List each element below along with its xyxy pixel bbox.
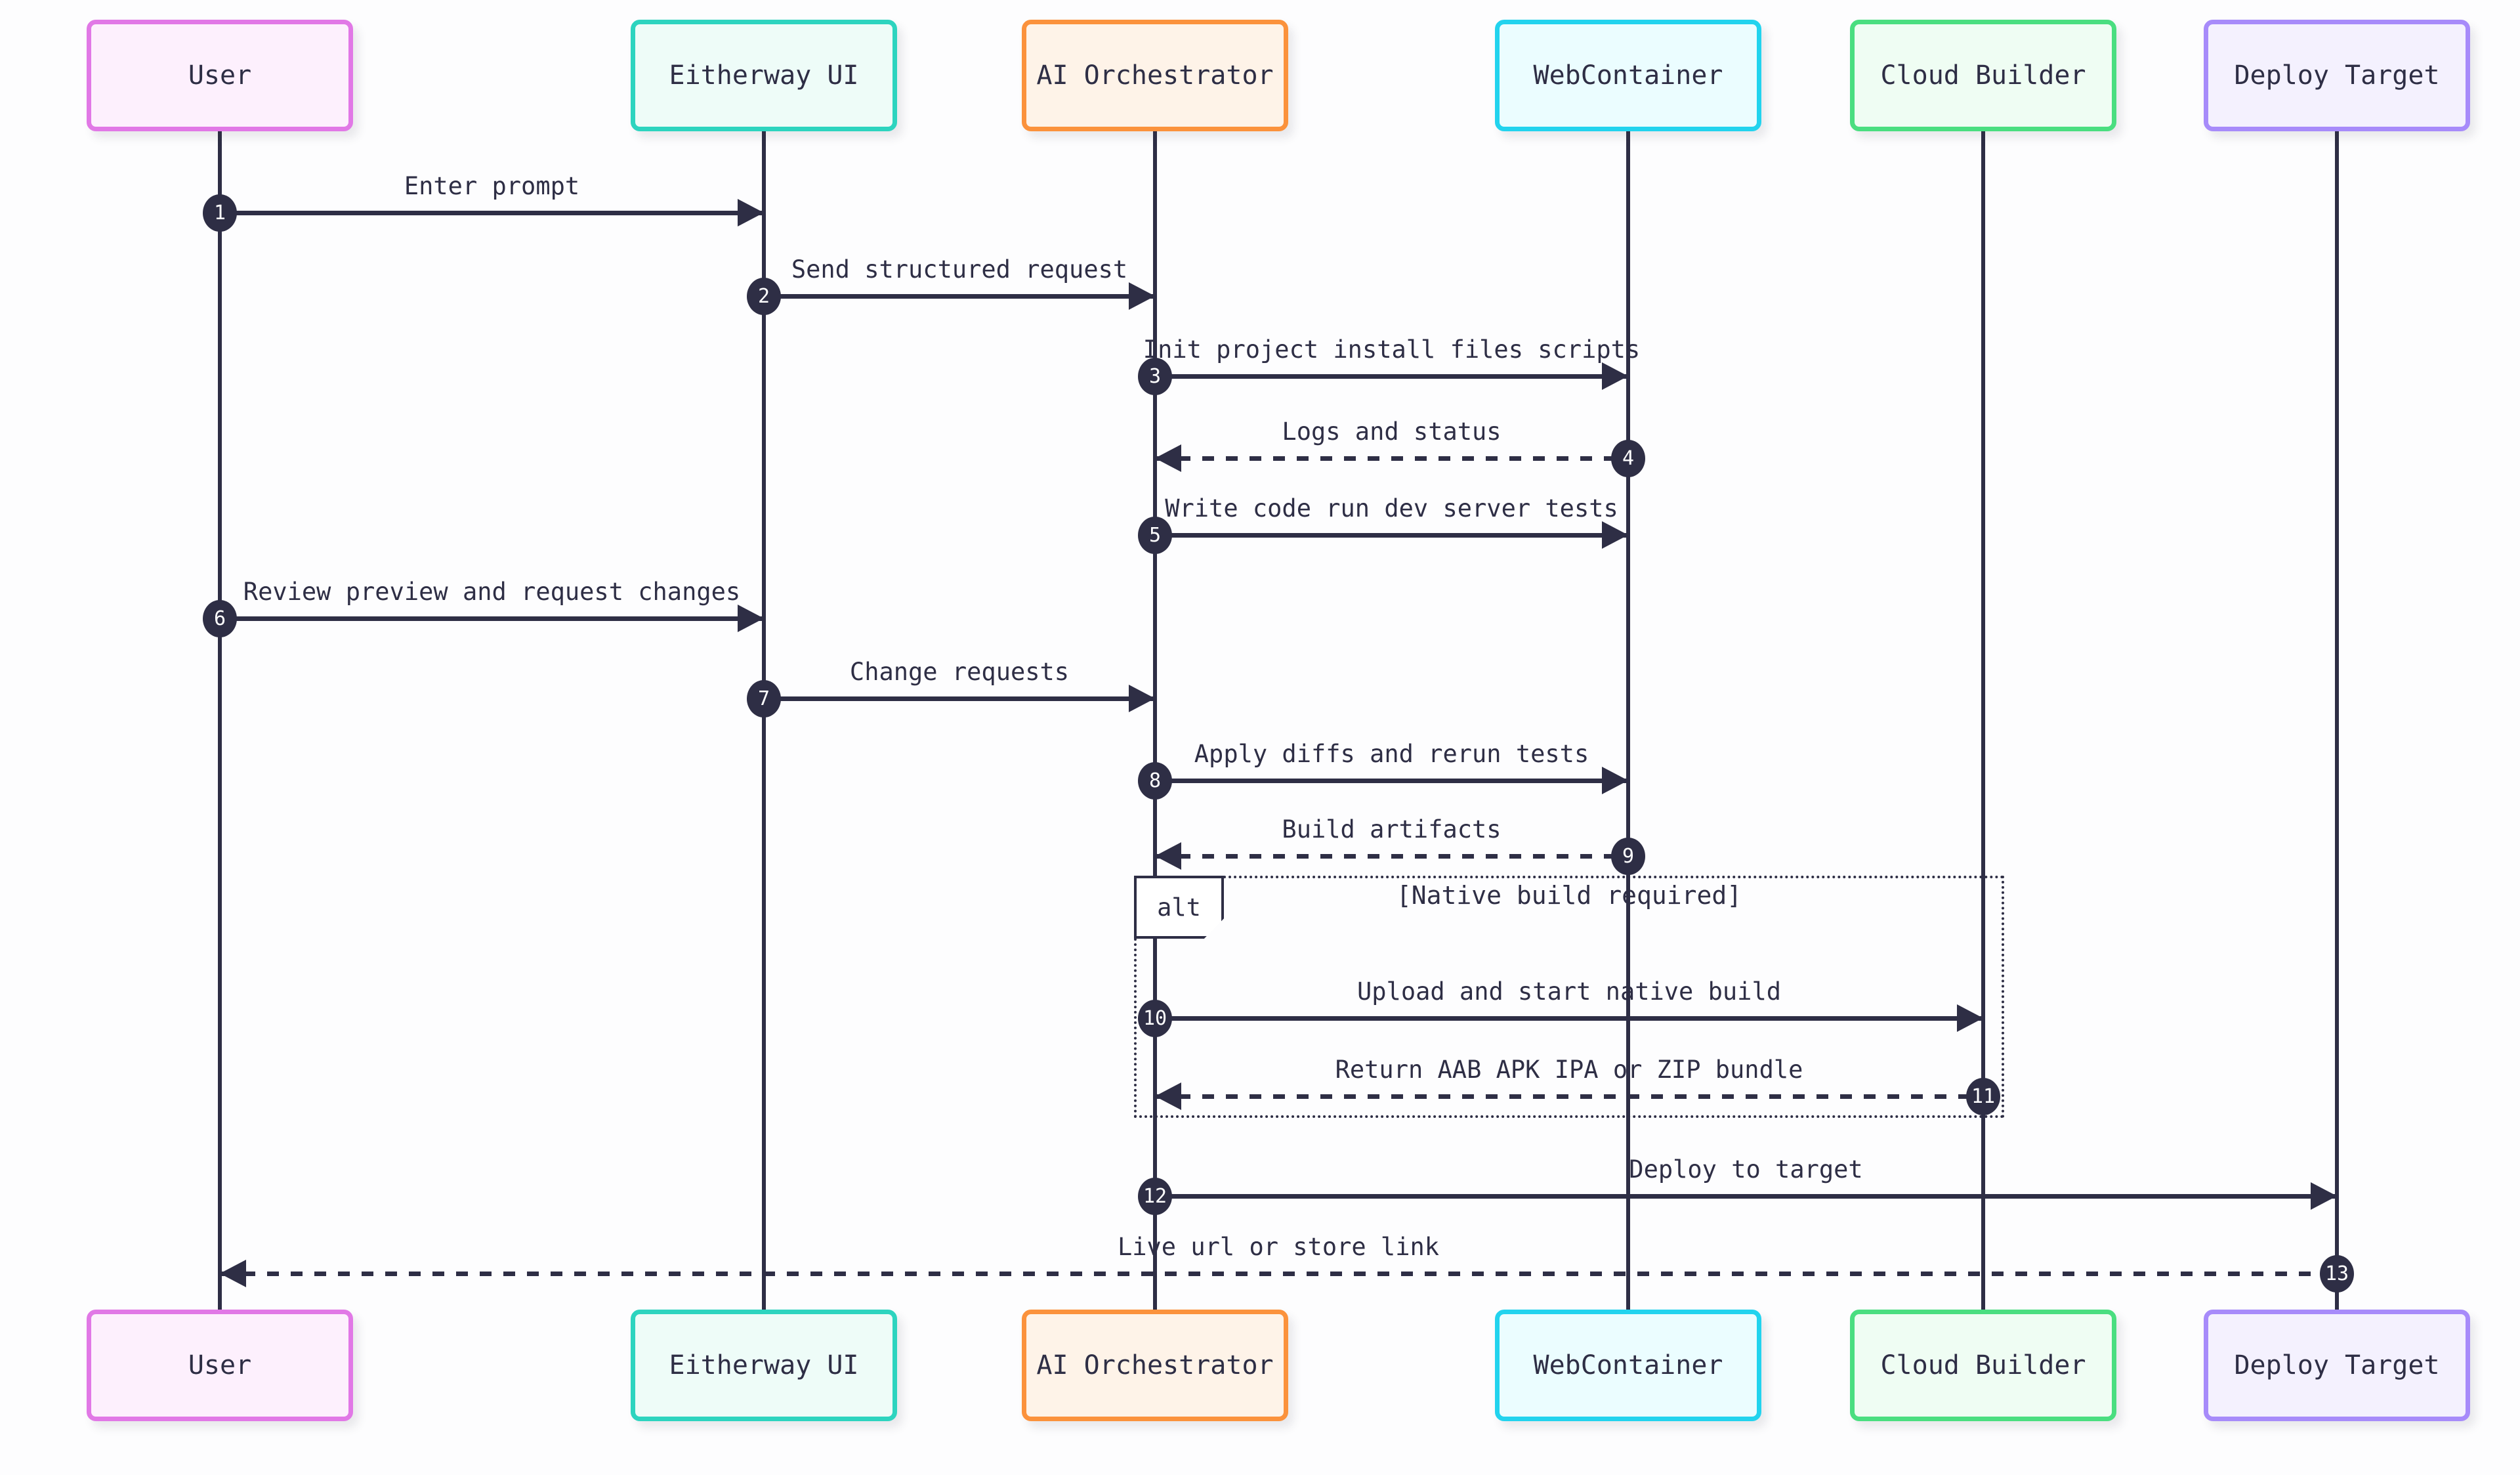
alt-frame-label: alt [1134, 876, 1224, 939]
sequence-number-badge: 3 [1138, 358, 1172, 395]
actor-box-cloud-builder-top: Cloud Builder [1850, 20, 2116, 131]
message-label: Upload and start native build [1356, 977, 1782, 1006]
message-label: Send structured request [791, 255, 1128, 284]
actor-label: Cloud Builder [1880, 60, 2086, 91]
actor-label: WebContainer [1533, 1350, 1723, 1380]
message-line [220, 1272, 2337, 1276]
message-label: Build artifacts [1282, 815, 1502, 844]
message-arrowhead-icon [2311, 1182, 2337, 1210]
message-line [1155, 456, 1628, 461]
message-label: Write code run dev server tests [1165, 494, 1618, 523]
sequence-number-badge: 12 [1138, 1178, 1172, 1215]
message-arrowhead-icon [1155, 842, 1181, 870]
message-arrowhead-icon [1155, 444, 1181, 472]
sequence-number-badge: 11 [1966, 1078, 2000, 1115]
message-label: Live url or store link [1117, 1233, 1440, 1261]
actor-label: Eitherway UI [669, 60, 859, 91]
alt-frame-condition: [Native build required] [1396, 881, 1742, 910]
actor-lifeline-eitherway-ui [762, 131, 766, 1310]
message-line [1155, 779, 1628, 783]
message-label: Return AAB APK IPA or ZIP bundle [1335, 1056, 1803, 1084]
sequence-number-badge: 1 [203, 194, 237, 232]
message-line [220, 211, 764, 215]
sequence-number-badge: 7 [747, 680, 781, 717]
message-line [1155, 854, 1628, 859]
message-line [1155, 1194, 2337, 1199]
sequence-number-badge: 9 [1611, 838, 1645, 875]
message-arrowhead-icon [738, 605, 764, 632]
message-label: Change requests [849, 658, 1070, 686]
message-label: Deploy to target [1629, 1155, 1863, 1184]
actor-lifeline-webcontainer [1626, 131, 1630, 1310]
sequence-number-badge: 13 [2320, 1255, 2354, 1293]
actor-box-deploy-target-bottom: Deploy Target [2204, 1310, 2470, 1421]
actor-box-deploy-target-top: Deploy Target [2204, 20, 2470, 131]
message-arrowhead-icon [1957, 1004, 1983, 1032]
actor-lifeline-user [218, 131, 222, 1310]
message-arrowhead-icon [738, 199, 764, 226]
message-line [1155, 1094, 1983, 1099]
message-line [220, 616, 764, 621]
sequence-number-badge: 8 [1138, 762, 1172, 800]
actor-label: Deploy Target [2234, 60, 2440, 91]
actor-box-eitherway-ui-top: Eitherway UI [631, 20, 897, 131]
actor-label: Deploy Target [2234, 1350, 2440, 1380]
message-arrowhead-icon [1602, 767, 1628, 794]
sequence-number-badge: 5 [1138, 517, 1172, 554]
actor-label: WebContainer [1533, 60, 1723, 91]
message-arrowhead-icon [1155, 1082, 1181, 1110]
message-arrowhead-icon [1602, 521, 1628, 549]
actor-label: AI Orchestrator [1036, 60, 1274, 91]
actor-box-user-bottom: User [87, 1310, 353, 1421]
message-arrowhead-icon [1129, 685, 1155, 712]
actor-box-user-top: User [87, 20, 353, 131]
actor-lifeline-deploy-target [2335, 131, 2339, 1310]
actor-box-cloud-builder-bottom: Cloud Builder [1850, 1310, 2116, 1421]
message-label: Enter prompt [404, 172, 580, 200]
message-label: Review preview and request changes [243, 578, 741, 606]
message-line [764, 696, 1155, 701]
actor-box-ai-orchestrator-top: AI Orchestrator [1022, 20, 1288, 131]
actor-box-eitherway-ui-bottom: Eitherway UI [631, 1310, 897, 1421]
message-arrowhead-icon [1602, 362, 1628, 390]
message-line [1155, 374, 1628, 379]
message-arrowhead-icon [1129, 282, 1155, 310]
actor-lifeline-ai-orchestrator [1153, 131, 1157, 1310]
message-line [1155, 533, 1628, 538]
actor-label: Eitherway UI [669, 1350, 859, 1380]
actor-box-webcontainer-top: WebContainer [1495, 20, 1761, 131]
actor-lifeline-cloud-builder [1981, 131, 1985, 1310]
actor-box-ai-orchestrator-bottom: AI Orchestrator [1022, 1310, 1288, 1421]
message-line [1155, 1016, 1983, 1021]
message-line [764, 294, 1155, 299]
actor-label: User [188, 60, 252, 91]
actor-label: AI Orchestrator [1036, 1350, 1274, 1380]
alt-frame [1134, 876, 2004, 1118]
actor-label: User [188, 1350, 252, 1380]
message-label: Logs and status [1282, 417, 1502, 446]
actor-box-webcontainer-bottom: WebContainer [1495, 1310, 1761, 1421]
sequence-number-badge: 10 [1138, 1000, 1172, 1037]
message-arrowhead-icon [220, 1260, 246, 1287]
sequence-number-badge: 2 [747, 278, 781, 315]
actor-label: Cloud Builder [1880, 1350, 2086, 1380]
message-label: Apply diffs and rerun tests [1194, 740, 1589, 768]
sequence-number-badge: 4 [1611, 440, 1645, 477]
sequence-number-badge: 6 [203, 600, 237, 637]
message-label: Init project install files scripts [1143, 335, 1641, 364]
